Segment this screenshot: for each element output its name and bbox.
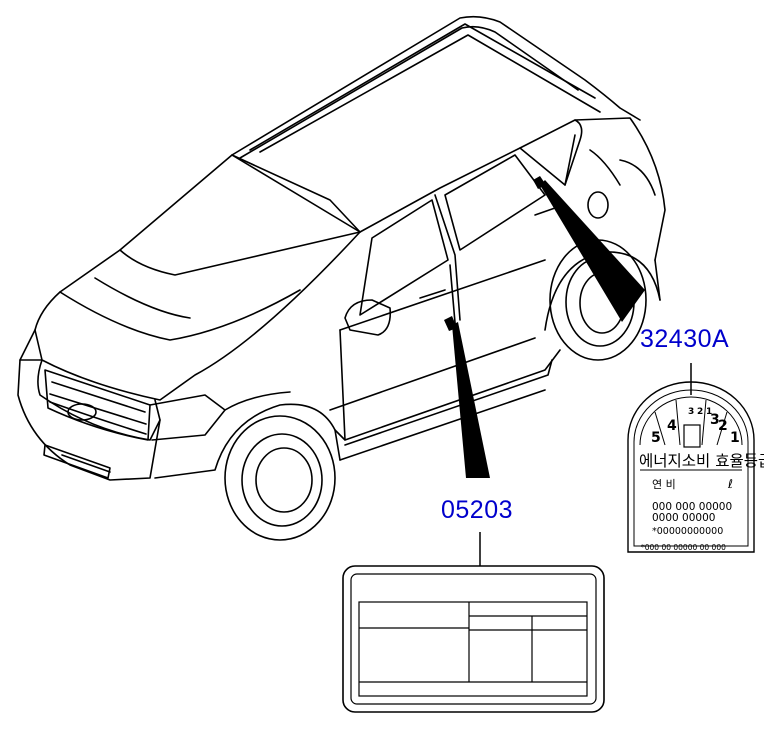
grade-2: 2 (718, 418, 728, 434)
grade-3: 3 (710, 412, 720, 428)
fuel-label-numbers-1: 000 000 00000 (652, 501, 732, 513)
fuel-label-line-label: 연 비 (652, 478, 676, 491)
dial-tab-1: 1 (706, 407, 712, 417)
suv-vehicle-icon (17, 15, 666, 541)
dial-tab-2: 2 (697, 407, 703, 417)
fuel-label-text: 5 4 3 2 1 3 2 1 에너지소비 효율등급 연 비 ℓ 000 000… (639, 407, 764, 552)
fuel-label-numbers-3: *00000000000 (652, 526, 723, 537)
fuel-label-title: 에너지소비 효율등급 (639, 452, 764, 470)
fuel-label-numbers-2: 0000 00000 (652, 512, 715, 524)
tire-pressure-label (342, 565, 605, 713)
grade-5: 5 (651, 430, 661, 446)
grade-4: 4 (667, 418, 677, 434)
fuel-label-footer: *000 00 00000 00 000 (641, 543, 726, 552)
tire-label-leader (452, 322, 490, 478)
fuel-efficiency-label (627, 381, 755, 553)
fuel-label-leader (540, 180, 645, 322)
part-number-32430a[interactable]: 32430A (640, 325, 730, 353)
fuel-label-unit: ℓ (727, 477, 733, 491)
dial-tab-3: 3 (688, 407, 694, 417)
part-number-05203[interactable]: 05203 (441, 496, 514, 524)
grade-1: 1 (730, 430, 740, 446)
